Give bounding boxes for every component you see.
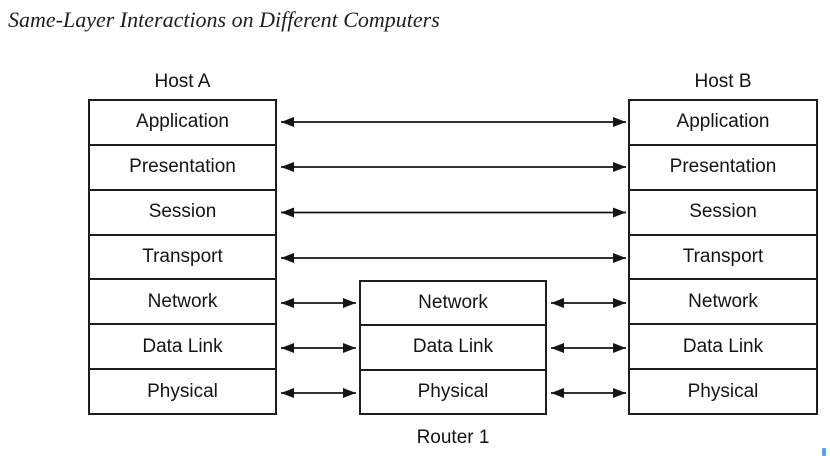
host-b-layer-presentation: Presentation <box>630 143 816 189</box>
host-a-layer-transport: Transport <box>90 233 275 279</box>
host-a-layer-data-link: Data Link <box>90 323 275 369</box>
host-b-layer-data-link: Data Link <box>630 323 816 369</box>
host-a-layer-physical: Physical <box>90 368 275 414</box>
host-a-label: Host A <box>154 71 211 92</box>
host-a-layer-stack: Application Presentation Session Transpo… <box>88 99 277 415</box>
router-layer-physical: Physical <box>361 368 545 413</box>
router-label: Router 1 <box>416 427 490 448</box>
host-b-layer-application: Application <box>630 101 816 144</box>
host-a-layer-application: Application <box>90 101 275 144</box>
host-b-label: Host B <box>694 71 752 92</box>
router-layer-stack: Network Data Link Physical <box>359 280 547 415</box>
host-b-layer-stack: Application Presentation Session Transpo… <box>628 99 818 415</box>
host-a-layer-session: Session <box>90 188 275 234</box>
diagram-title: Same-Layer Interactions on Different Com… <box>8 7 440 32</box>
host-b-layer-network: Network <box>630 278 816 324</box>
blue-artifact-mark <box>822 448 826 456</box>
host-a-layer-network: Network <box>90 278 275 324</box>
host-b-layer-transport: Transport <box>630 233 816 279</box>
router-layer-network: Network <box>361 282 545 325</box>
host-b-layer-physical: Physical <box>630 368 816 414</box>
host-b-layer-session: Session <box>630 188 816 234</box>
router-layer-data-link: Data Link <box>361 324 545 369</box>
host-a-layer-presentation: Presentation <box>90 143 275 189</box>
